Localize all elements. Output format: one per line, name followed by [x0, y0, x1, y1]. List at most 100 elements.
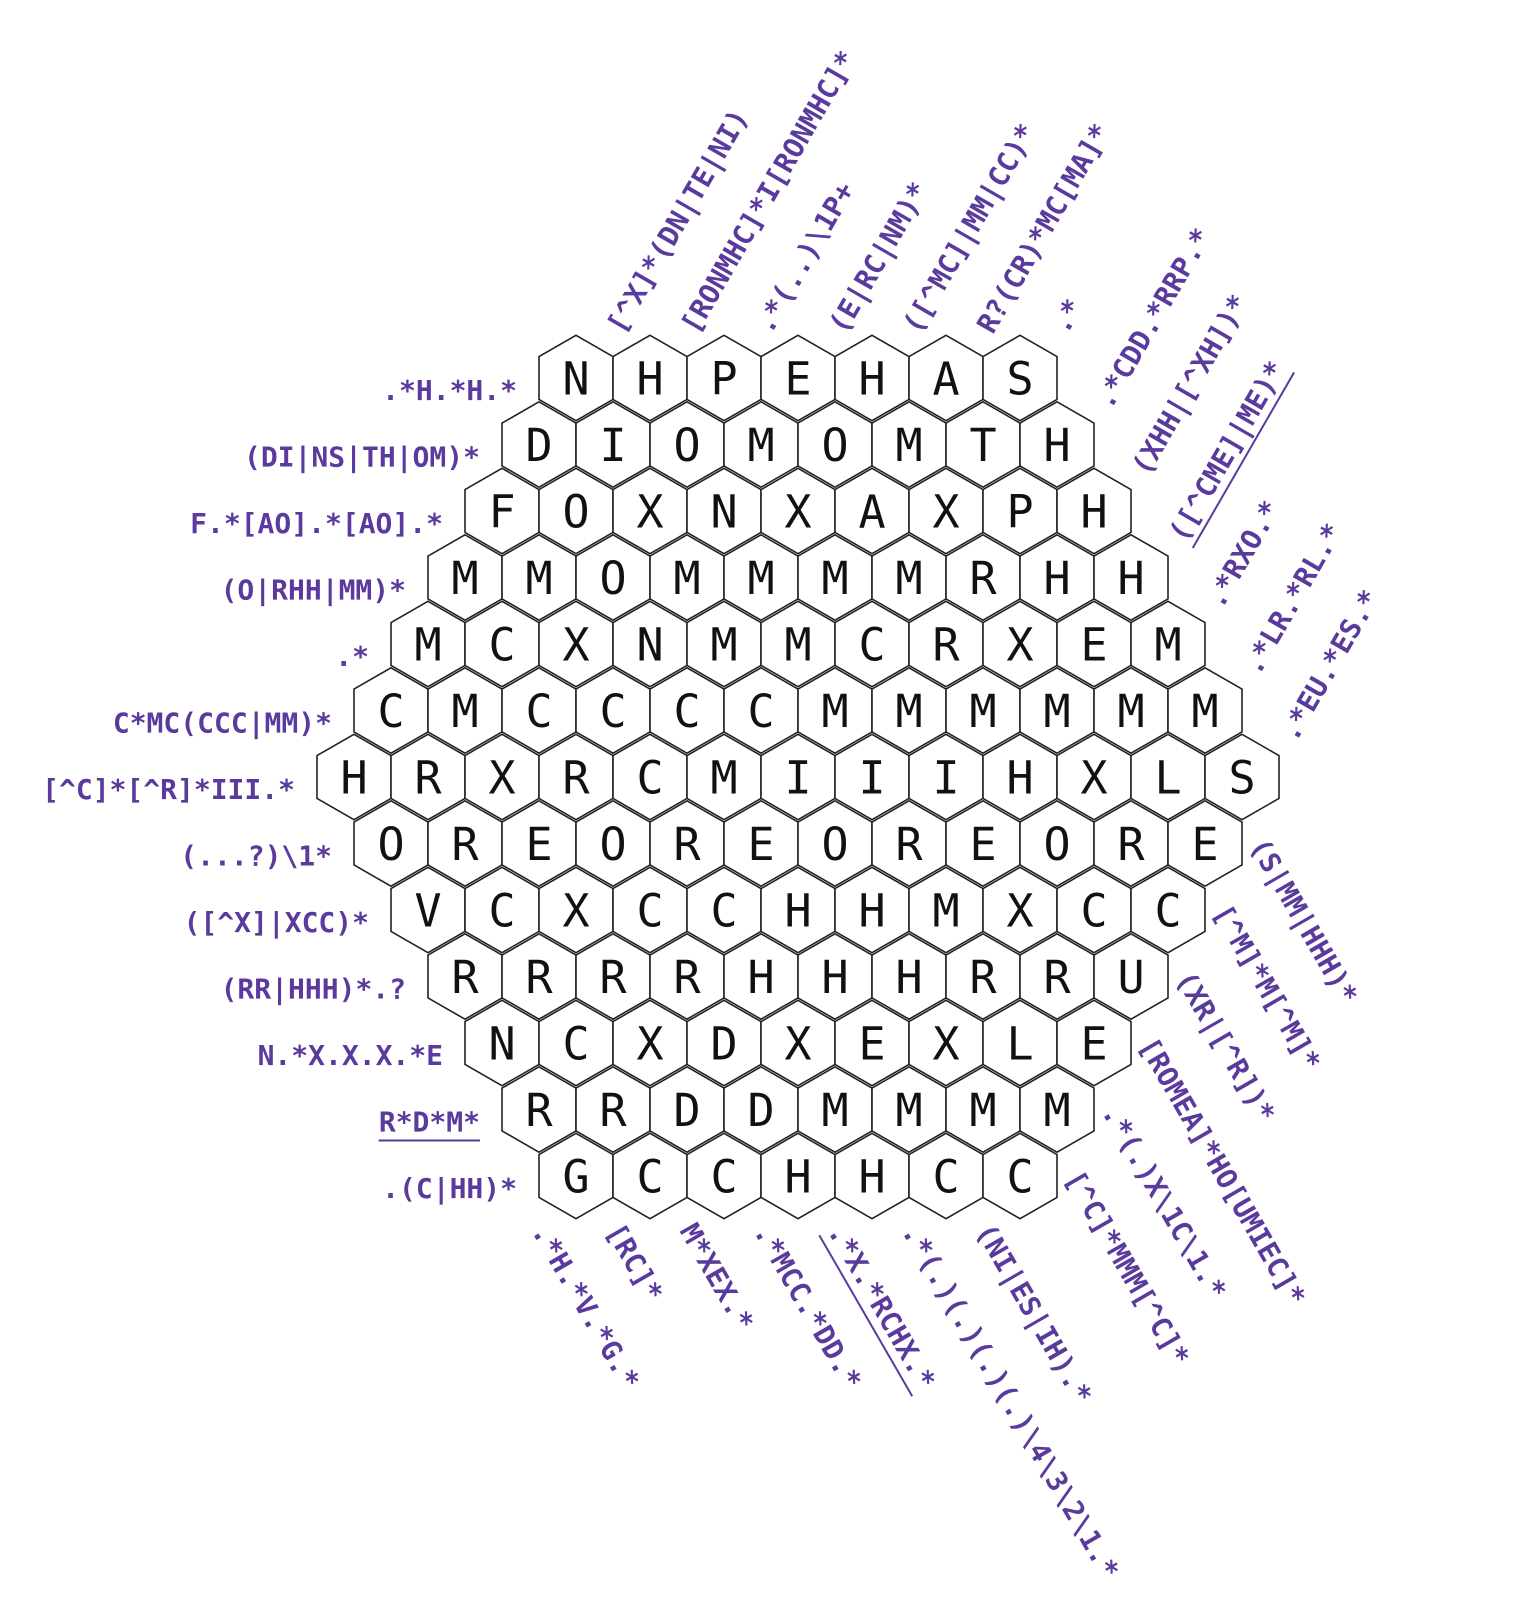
- cell-letter: C: [599, 685, 626, 738]
- hex-cell[interactable]: [1093, 932, 1169, 1021]
- cell-letter: R: [895, 818, 923, 871]
- cell-letter: I: [784, 752, 811, 805]
- cell-letter: H: [636, 353, 663, 406]
- cell-letter: H: [784, 885, 811, 938]
- hex-cell[interactable]: [982, 334, 1058, 422]
- clue-underline: [818, 1234, 914, 1397]
- cell-letter: X: [784, 486, 811, 539]
- cell-letter: R: [932, 619, 960, 672]
- hex-cell[interactable]: [1130, 866, 1206, 954]
- cell-letter: R: [562, 752, 590, 805]
- cell-letter: X: [1080, 752, 1107, 805]
- hex-cell[interactable]: [1019, 1065, 1095, 1154]
- cell-letter: O: [599, 818, 626, 871]
- cell-letter: A: [858, 486, 885, 539]
- cell-letter: E: [969, 818, 996, 871]
- cell-letter: M: [932, 885, 959, 938]
- hex-cell[interactable]: [1093, 533, 1169, 622]
- cell-letter: H: [1043, 419, 1070, 472]
- cell-letter: E: [747, 818, 774, 871]
- cell-letter: P: [710, 353, 737, 406]
- cell-letter: C: [562, 1018, 589, 1071]
- cell-letter: O: [821, 818, 848, 871]
- left-clue: .*H.*H.*: [382, 374, 517, 407]
- cell-letter: O: [821, 419, 848, 472]
- cell-letter: R: [673, 951, 701, 1004]
- cell-letter: M: [895, 419, 922, 472]
- cell-letter: M: [525, 552, 552, 605]
- cell-letter: H: [1117, 552, 1144, 605]
- cell-letter: E: [784, 353, 811, 406]
- hex-cell[interactable]: [1056, 999, 1132, 1087]
- cell-letter: H: [747, 951, 774, 1004]
- cell-letter: E: [1080, 1018, 1107, 1071]
- hex-cell[interactable]: [1167, 666, 1243, 755]
- left-clue: (O|RHH|MM)*: [221, 574, 406, 607]
- cell-letter: C: [488, 885, 515, 938]
- left-clue: ([^X]|XCC)*: [184, 906, 369, 939]
- bottom-clue: [RC]*: [599, 1218, 670, 1308]
- cell-letter: M: [710, 619, 737, 672]
- cell-letter: H: [1080, 486, 1107, 539]
- cell-letter: H: [784, 1151, 811, 1204]
- cell-letter: M: [451, 685, 478, 738]
- left-clue: F.*[AO].*[AO].*: [190, 507, 443, 540]
- left-clue: (DI|NS|TH|OM)*: [244, 441, 480, 474]
- clue-underline: [1191, 371, 1295, 549]
- cell-letter: V: [414, 885, 441, 938]
- cell-letter: T: [969, 419, 996, 472]
- cell-letter: M: [821, 552, 848, 605]
- hex-cell[interactable]: [982, 1132, 1058, 1220]
- cell-letter: M: [747, 419, 774, 472]
- cell-letter: R: [1117, 818, 1145, 871]
- cell-letter: R: [1043, 951, 1071, 1004]
- cell-letter: X: [932, 1018, 959, 1071]
- cell-letter: L: [1154, 752, 1181, 805]
- cell-letter: E: [1191, 818, 1218, 871]
- cell-letter: G: [562, 1151, 589, 1204]
- cell-letter: F: [488, 486, 515, 539]
- hex-cell[interactable]: [1204, 733, 1280, 821]
- cell-letter: C: [1154, 885, 1181, 938]
- cell-letter: M: [451, 552, 478, 605]
- cell-letter: P: [1006, 486, 1033, 539]
- cell-letter: R: [673, 818, 701, 871]
- cell-letter: L: [1006, 1018, 1033, 1071]
- cell-letter: S: [1228, 752, 1255, 805]
- cell-letter: N: [488, 1018, 515, 1071]
- cell-letter: E: [525, 818, 552, 871]
- cell-letter: N: [636, 619, 663, 672]
- cell-letter: M: [710, 752, 737, 805]
- top-clue: .*: [1044, 293, 1089, 339]
- hex-cell[interactable]: [1167, 799, 1243, 888]
- cell-letter: C: [488, 619, 515, 672]
- cell-letter: M: [747, 552, 774, 605]
- cell-letter: D: [673, 1084, 700, 1137]
- cell-letter: M: [895, 552, 922, 605]
- cell-letter: O: [377, 818, 404, 871]
- cell-letter: M: [673, 552, 700, 605]
- cell-letter: M: [821, 1084, 848, 1137]
- cell-letter: O: [599, 552, 626, 605]
- cell-letter: X: [932, 486, 959, 539]
- cell-letter: M: [1043, 1084, 1070, 1137]
- hex-cell[interactable]: [1056, 467, 1132, 555]
- bottom-clue: M*XEX.*: [673, 1218, 761, 1337]
- cell-letter: R: [969, 552, 997, 605]
- cell-letter: H: [895, 951, 922, 1004]
- cell-letter: N: [710, 486, 737, 539]
- cell-letter: N: [562, 353, 589, 406]
- cell-letter: H: [858, 353, 885, 406]
- cell-letter: R: [599, 951, 627, 1004]
- left-clue: (...?)\1*: [180, 840, 332, 873]
- hex-cell[interactable]: [1130, 600, 1206, 688]
- left-clue: N.*X.X.X.*E: [258, 1039, 443, 1072]
- cell-letter: H: [821, 951, 848, 1004]
- left-clue: (RR|HHH)*.?: [221, 973, 406, 1006]
- top-clue: R?(CR)*MC[MA]*: [970, 118, 1117, 339]
- cell-letter: C: [636, 885, 663, 938]
- cell-letter: X: [562, 619, 589, 672]
- cell-letter: C: [525, 685, 552, 738]
- hex-cell[interactable]: [1019, 400, 1095, 489]
